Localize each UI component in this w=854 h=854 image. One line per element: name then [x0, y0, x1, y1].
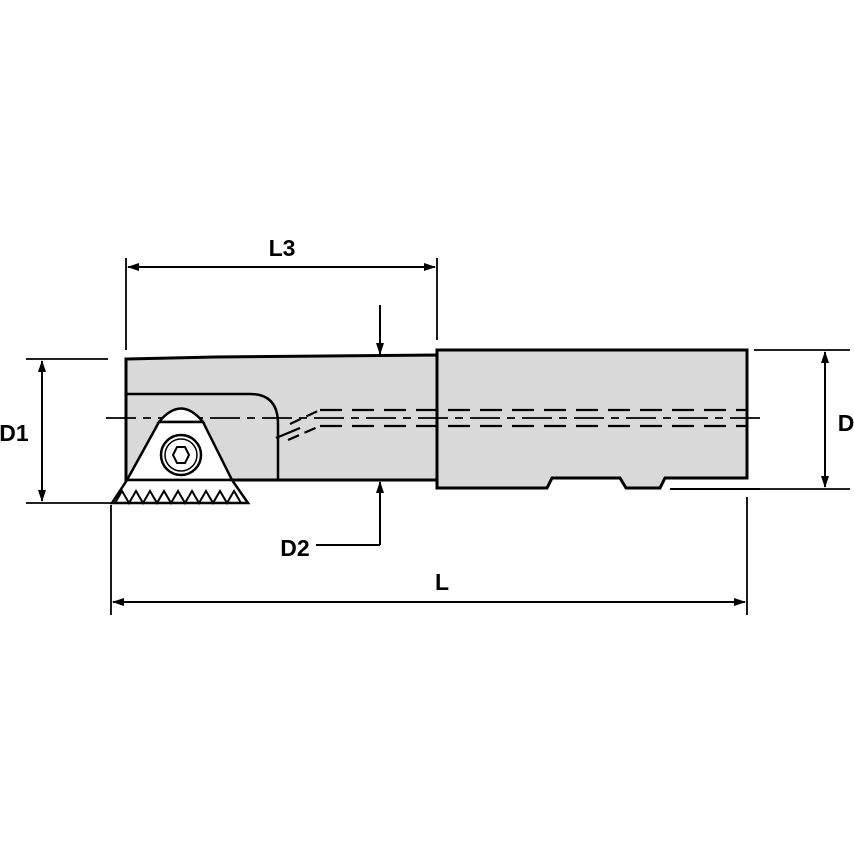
clamp-screw [159, 433, 203, 477]
dimension-L: L [110, 497, 748, 615]
coolant-channel [275, 408, 747, 442]
label-L3: L3 [269, 235, 296, 261]
dimension-D: D [754, 349, 854, 490]
label-D1: D1 [0, 420, 29, 446]
dimension-D2: D2 [280, 305, 384, 561]
label-D: D [838, 410, 854, 436]
label-L: L [435, 569, 449, 595]
dimension-D1: D1 [0, 358, 112, 504]
hex-socket-icon [171, 446, 191, 464]
label-D2: D2 [280, 535, 309, 561]
shank [435, 348, 760, 490]
dimension-L3: L3 [125, 235, 438, 350]
